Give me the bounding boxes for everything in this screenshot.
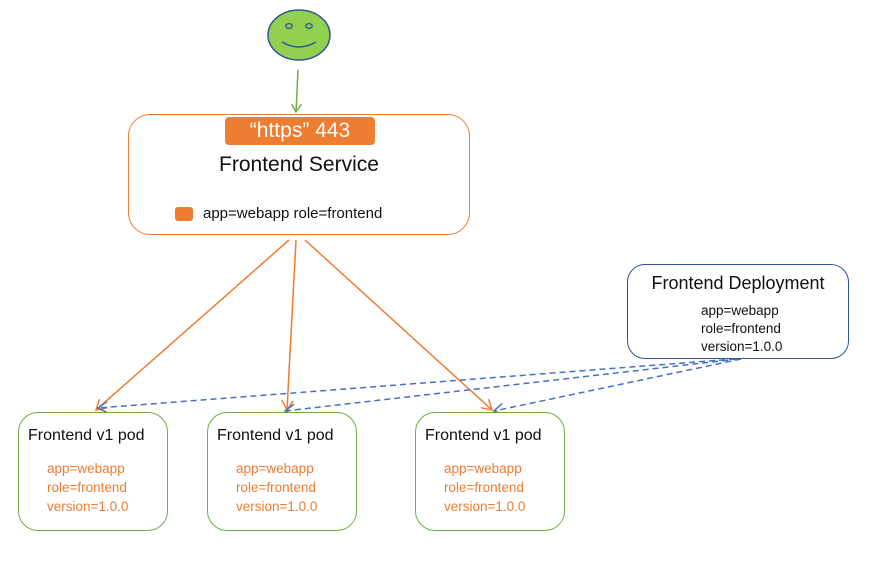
pod-title: Frontend v1 pod [28,427,145,444]
pod-labels: app=webapp role=frontend version=1.0.0 [236,459,317,516]
pod-label: role=frontend [236,480,316,495]
pod-labels: app=webapp role=frontend version=1.0.0 [47,459,128,516]
pod-label: app=webapp [444,461,522,476]
pod-labels: app=webapp role=frontend version=1.0.0 [444,459,525,516]
pod-label: role=frontend [47,480,127,495]
service-title: Frontend Service [219,153,379,176]
deployment-to-pod-3-arrow [494,358,742,411]
pod-label: role=frontend [444,480,524,495]
deployment-to-pod-2-arrow [285,358,739,411]
pod-box-3: Frontend v1 pod app=webapp role=frontend… [415,412,565,531]
deployment-label: role=frontend [701,321,781,336]
deployment-label: version=1.0.0 [701,339,783,354]
pod-title: Frontend v1 pod [425,427,542,444]
frontend-deployment-box: Frontend Deployment app=webapp role=fron… [627,264,849,359]
port-badge: “https” 443 [225,117,375,145]
selector-text: app=webapp role=frontend [203,205,383,222]
deployment-title: Frontend Deployment [651,273,825,293]
pod-label: version=1.0.0 [236,499,318,514]
pod-label: version=1.0.0 [47,499,129,514]
frontend-service-box: “https” 443 Frontend Service app=webapp … [128,114,470,235]
service-to-pod-2-arrow [287,239,297,410]
pod-box-1: Frontend v1 pod app=webapp role=frontend… [18,412,168,531]
pod-label: app=webapp [236,461,314,476]
smiley-face-icon [267,9,331,61]
deployment-labels: app=webapp role=frontend version=1.0.0 [701,302,782,356]
pod-title: Frontend v1 pod [217,427,334,444]
pod-box-2: Frontend v1 pod app=webapp role=frontend… [207,412,357,531]
deployment-label: app=webapp [701,303,779,318]
user-to-service-arrow [296,69,298,112]
selector-swatch-icon [175,206,193,221]
deployment-to-pod-1-arrow [98,358,736,408]
service-to-pod-1-arrow [96,239,290,410]
pod-label: app=webapp [47,461,125,476]
service-selector: app=webapp role=frontend [175,205,382,222]
pod-label: version=1.0.0 [444,499,526,514]
service-to-pod-3-arrow [304,239,492,410]
